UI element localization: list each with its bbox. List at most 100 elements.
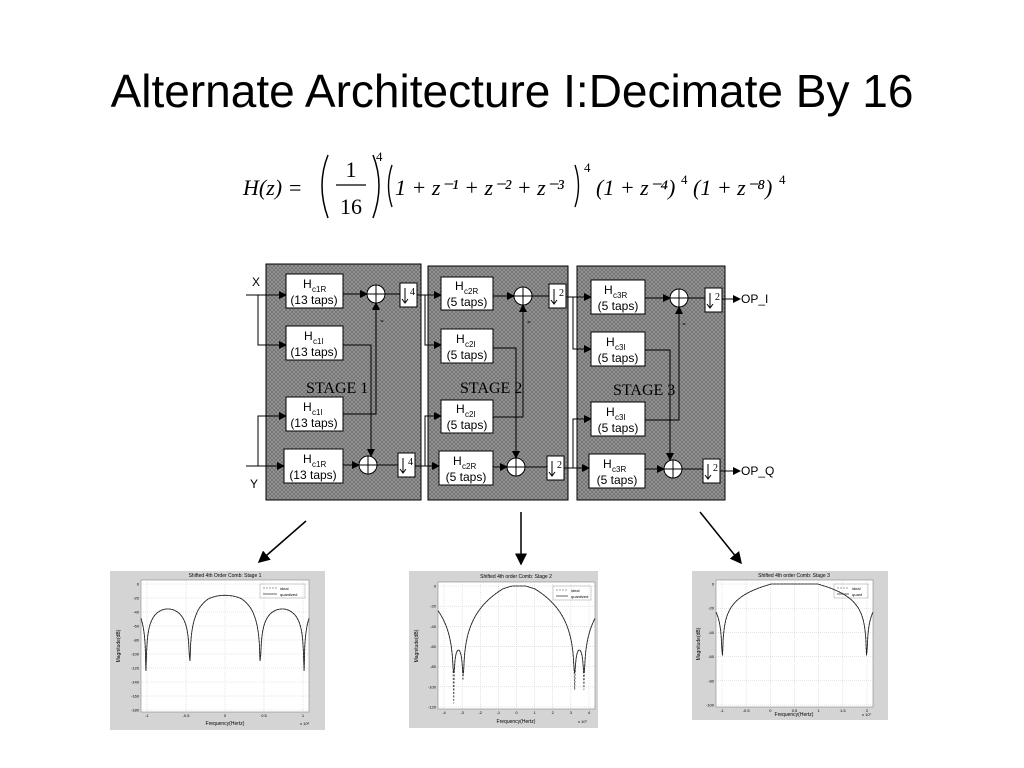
svg-text:ideal: ideal [280,586,289,591]
svg-text:c1I: c1I [312,408,323,417]
plot-xtick-label: -1 [497,710,501,715]
arrow-stage1-plot [257,520,307,563]
svg-text:H: H [604,283,613,297]
plot-3-ylabel: Magnitude(dB) [696,627,702,660]
filter-hc2r-top: H c2R (5 taps) [440,276,494,311]
plot-xtick-label: 1 [818,708,821,713]
equation-lhs: H(z) = [242,175,302,200]
plot-xtick-label: -1 [720,708,724,713]
plot-xtick-label: 0.5 [261,713,267,718]
stage-3-label: STAGE 3 [613,382,675,399]
equation-pow1: 4 [376,149,383,164]
svg-text:H: H [456,332,465,346]
stage-1-label: STAGE 1 [306,380,368,397]
equation-group3: (1 + z⁻⁸) [693,175,772,200]
filter-hc1i-bottom: H c1I (13 taps) [285,396,344,432]
svg-text:H: H [453,454,462,468]
plot-1-exp: x 10⁸ [300,721,310,726]
svg-text:ideal: ideal [852,586,861,591]
transfer-function-equation: H(z) = 1 16 4 1 + z⁻¹ + z⁻² + z⁻³ 4 (1 +… [242,149,786,219]
plot-xtick-label: 3 [570,710,573,715]
svg-text:2: 2 [559,288,564,299]
stage-1-response-plot: Shifted 4th Order Comb: Stage 1 Frequenc… [110,571,325,730]
equation-group1: 1 + z⁻¹ + z⁻² + z⁻³ [395,175,564,200]
svg-text:4: 4 [408,457,413,468]
svg-text:c1R: c1R [312,285,326,294]
svg-text:H: H [606,335,615,349]
plot-ytick-label: -180 [131,708,140,713]
output-q-label: OP_Q [741,464,774,478]
plot-ytick-label: -80 [708,678,715,683]
svg-text:H: H [603,457,612,471]
plot-ytick-label: -140 [131,680,140,685]
filter-hc2i-bottom: H c2I (5 taps) [440,399,494,434]
svg-text:H: H [304,329,313,343]
plot-ytick-label: -40 [133,610,140,615]
stage-1-minus: - [380,313,384,327]
architecture-block-diagram: STAGE 1 STAGE 2 STAGE 3 X Y H c1R (13 ta… [246,263,774,501]
svg-text:H: H [456,402,465,416]
svg-text:2: 2 [713,463,718,474]
svg-text:(13 taps): (13 taps) [290,345,337,359]
plot-1-title: Shifted 4th Order Comb: Stage 1 [189,573,262,579]
plot-xtick-label: -0.5 [183,713,191,718]
plot-xtick-label: 1.5 [840,708,846,713]
stage-3-response-plot: Shifted 4th order Comb: Stage 3 Frequenc… [692,571,888,720]
svg-text:H: H [455,279,464,293]
plot-1-xlabel: Frequency(Hertz) [206,721,245,727]
stage-2-minus: - [527,314,531,328]
plot-xtick-label: 1 [302,713,305,718]
svg-text:H: H [303,400,312,414]
plot-ytick-label: 0 [434,584,437,589]
plot-ytick-label: -60 [708,654,715,659]
plot-3-title: Shifted 4th order Comb: Stage 3 [758,573,830,579]
plot-ytick-label: -20 [708,606,715,611]
equation-frac-num: 1 [346,157,357,182]
svg-text:(5 taps): (5 taps) [447,295,488,309]
plot-xtick-label: 0 [515,710,518,715]
plot-ytick-label: -100 [428,684,437,689]
decimator-3-top [704,287,723,313]
svg-text:quantized: quantized [571,594,588,599]
svg-text:quant: quant [852,592,863,597]
plot-ytick-label: -80 [430,664,437,669]
svg-text:ideal: ideal [571,588,580,593]
svg-text:H: H [303,452,312,466]
plot-xtick-label: -2 [478,710,482,715]
equation-group2: (1 + z⁻⁴) [596,175,675,200]
svg-text:2: 2 [557,460,562,471]
stage-2-label: STAGE 2 [460,380,522,397]
stage-2-response-plot: Shifted 4th order Comb: Stage 2 Frequenc… [409,571,598,728]
filter-hc2i-top: H c2I (5 taps) [440,328,494,364]
filter-hc1i-top: H c1I (13 taps) [285,325,344,361]
filter-hc3i-bottom: H c3I (5 taps) [590,401,646,437]
arrow-stage3-plot [699,511,742,565]
plot-ytick-label: -100 [706,703,715,708]
plot-ytick-label: 0 [712,582,715,587]
svg-text:(5 taps): (5 taps) [598,351,639,365]
plot-ytick-label: -60 [133,624,140,629]
plot-xtick-label: -3 [460,710,464,715]
svg-text:quantized: quantized [280,592,297,597]
svg-text:c3R: c3R [612,465,626,474]
svg-text:c2R: c2R [464,287,478,296]
svg-text:c1R: c1R [312,460,326,469]
filter-hc2r-bottom: H c2R (5 taps) [438,450,494,486]
filter-hc3r-top: H c3R (5 taps) [590,279,646,315]
plot-2-exp: x 10⁷ [578,719,588,724]
plot-ytick-label: 0 [137,582,140,587]
plot-ytick-label: -60 [430,644,437,649]
plot-curve-quantized [140,594,310,671]
equation-pow4: 4 [779,172,786,187]
plot-2-ylabel: Magnitude(dB) [414,629,420,662]
svg-text:c2I: c2I [465,340,476,349]
output-i-label: OP_I [741,292,768,306]
plot-3-exp: x 10⁷ [862,712,872,717]
svg-text:(5 taps): (5 taps) [446,470,487,484]
plot-ytick-label: -40 [708,630,715,635]
plot-ytick-label: -20 [430,604,437,609]
plot-1-ylabel: Magnitude(dB) [116,629,122,662]
svg-text:(5 taps): (5 taps) [597,473,638,487]
stage-3-minus: - [682,316,686,330]
plot-ytick-label: -100 [131,652,140,657]
